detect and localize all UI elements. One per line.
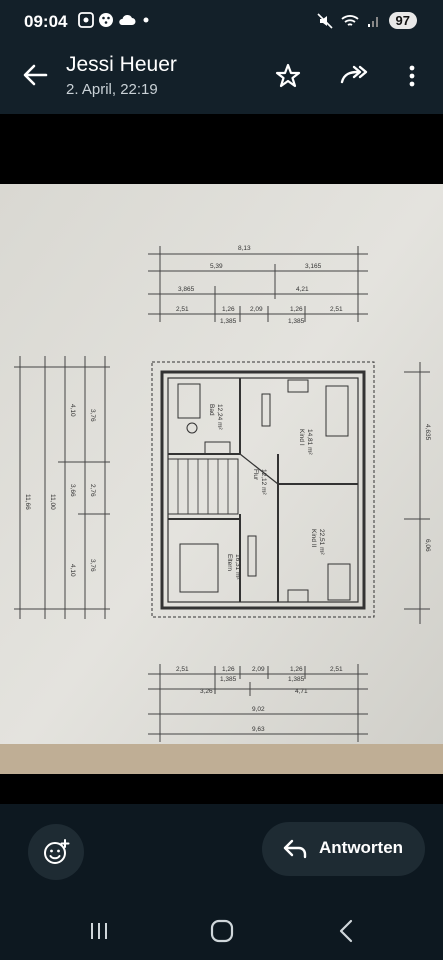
dim-bottom-2a: 3,26 [200,688,213,695]
cloud-icon [119,14,136,25]
room-area-kind2: 22,51 m² [318,529,325,555]
reply-button[interactable]: Antworten [262,822,425,876]
room-area-eltern: 16,31 m² [234,554,241,580]
dim-top-4-sub-2: 1,385 [288,318,305,325]
dim-top-4-sub-1: 1,385 [220,318,237,325]
dim-top-4-3: 2,09 [250,306,263,313]
dim-left-6: 3,76 [89,409,96,422]
app-icon [99,13,113,27]
status-right-icons: 97 [316,12,417,29]
status-time: 09:04 [24,12,68,31]
room-area-flur: 12,12 m² [260,469,267,495]
reply-label: Antworten [319,838,404,857]
dim-top-3b: 4,21 [296,286,309,293]
more-vertical-icon[interactable] [400,62,424,90]
dim-top-4-4: 1,26 [290,306,303,313]
forward-icon[interactable] [338,62,370,90]
room-label-bad: Bad [208,404,215,416]
dim-bottom-4: 9,63 [252,726,265,733]
dim-bottom-1-sub-2: 1,385 [288,676,305,683]
back-arrow-icon[interactable] [20,60,50,90]
dim-right-2: 6,06 [424,539,431,552]
dim-left-2: 11,00 [49,494,56,510]
dim-left-1: 11,66 [24,494,31,510]
back-icon[interactable] [332,916,362,946]
dim-left-7: 2,76 [89,484,96,497]
dim-right-1: 4,635 [424,424,431,441]
dim-bottom-1-4: 1,26 [290,666,303,673]
status-bar: 09:04 97 [0,0,443,44]
mute-icon [316,12,333,29]
bottom-action-bar: Antworten [0,804,443,904]
dim-top-2b: 3,165 [305,263,322,270]
message-header: Jessi Heuer 2. April, 22:19 [0,44,443,114]
room-area-bad: 12,24 m² [216,404,223,430]
message-timestamp: 2. April, 22:19 [66,81,158,98]
dim-top-4-2: 1,26 [222,306,235,313]
wifi-icon [340,14,359,26]
dim-left-3: 4,10 [69,404,76,417]
emoji-add-icon [44,839,70,864]
dim-left-4: 3,66 [69,484,76,497]
dim-top-3a: 3,865 [178,286,195,293]
home-icon[interactable] [207,916,237,946]
status-left-icons [78,12,152,28]
dim-bottom-1-3: 2,09 [252,666,265,673]
contact-name: Jessi Heuer [66,53,177,76]
room-label-eltern: Eltern [226,554,233,571]
room-label-kind1: Kind I [298,429,305,446]
screenshot-icon [78,12,94,28]
dim-bottom-2b: 4,71 [295,688,308,695]
signal-icon [367,16,378,27]
dim-top-2a: 5,39 [210,263,223,270]
dim-left-8: 3,76 [89,559,96,572]
room-label-kind2: Kind II [310,529,317,548]
dim-bottom-3: 9,02 [252,706,265,713]
dim-top-1: 8,13 [238,245,251,252]
dot-icon [143,17,149,23]
dim-bottom-1-1: 2,51 [176,666,189,673]
battery-indicator: 97 [388,12,417,29]
dim-bottom-1-5: 2,51 [330,666,343,673]
dim-bottom-1-sub-1: 1,385 [220,676,237,683]
recent-apps-icon[interactable] [84,916,114,946]
dim-bottom-1-2: 1,26 [222,666,235,673]
system-navigation-bar [0,904,443,960]
star-icon[interactable] [274,62,302,90]
room-label-flur: Flur [252,469,259,481]
reply-icon [283,839,307,859]
dim-top-4-5: 2,51 [330,306,343,313]
dim-left-5: 4,10 [69,564,76,577]
emoji-reaction-button[interactable] [28,824,84,880]
room-area-kind1: 14,81 m² [306,429,313,455]
floor-plan-photo[interactable]: 8,13 5,39 3,165 3,865 4,21 2,51 1,26 2,0… [0,184,443,774]
dim-top-4-1: 2,51 [176,306,189,313]
